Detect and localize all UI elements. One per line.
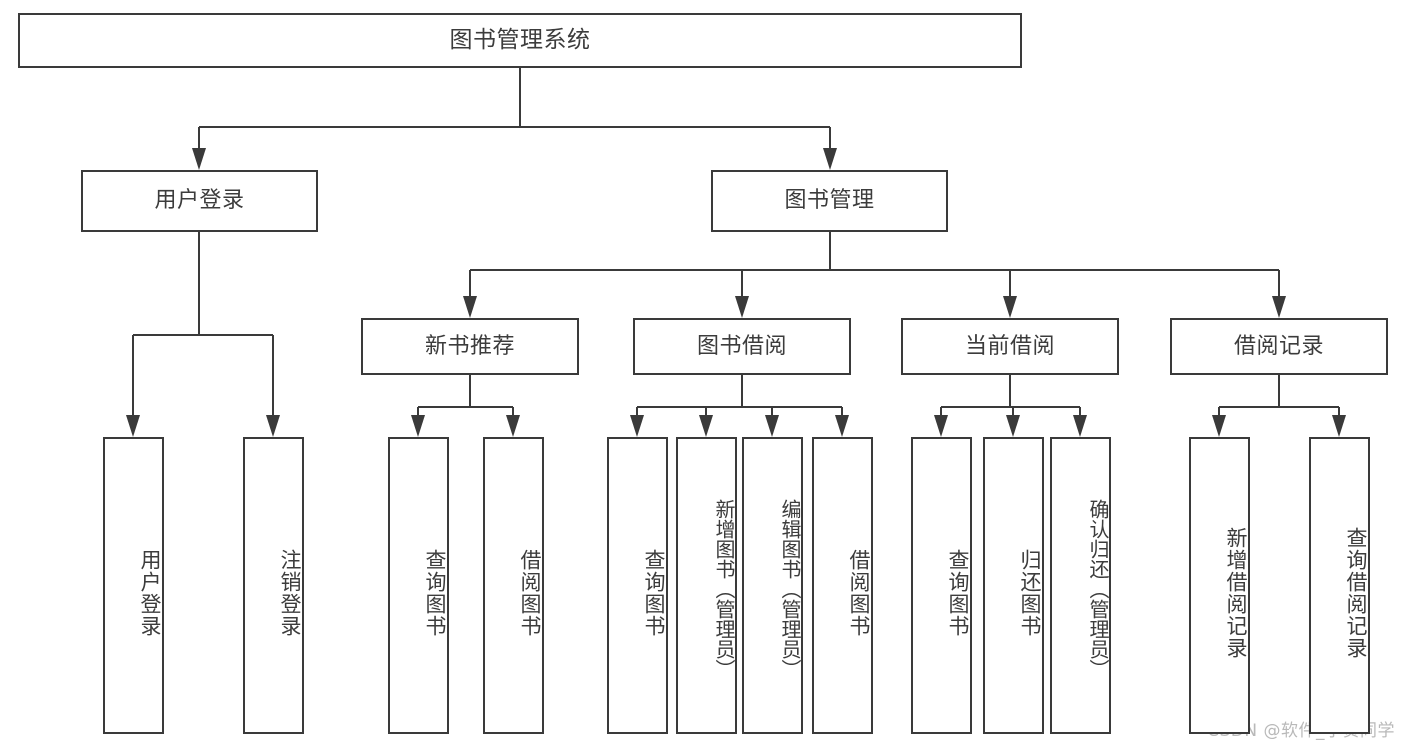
node-label: 借阅记录 (1233, 333, 1324, 359)
node-label: 新增借阅记录 (1224, 526, 1248, 659)
node-label: 图书借阅 (696, 333, 787, 359)
node-leaf-user-login[interactable]: 用户登录 (103, 437, 164, 734)
node-leaf-return-book[interactable]: 归还图书 (983, 437, 1044, 734)
node-leaf-add-record[interactable]: 新增借阅记录 (1189, 437, 1250, 734)
node-leaf-confirm-return[interactable]: 确认归还（管理员） (1050, 437, 1111, 734)
node-label: 查询图书 (946, 548, 970, 637)
node-root[interactable]: 图书管理系统 (18, 13, 1022, 68)
node-book-borrow[interactable]: 图书借阅 (633, 318, 851, 375)
node-label: 用户登录 (154, 188, 245, 214)
node-label: 借阅图书 (847, 548, 871, 637)
node-leaf-query-book-3[interactable]: 查询图书 (911, 437, 972, 734)
node-leaf-query-book-2[interactable]: 查询图书 (607, 437, 668, 734)
node-label: 用户登录 (138, 548, 162, 637)
node-leaf-query-book-1[interactable]: 查询图书 (388, 437, 449, 734)
node-leaf-edit-book[interactable]: 编辑图书（管理员） (742, 437, 803, 734)
node-borrow-record[interactable]: 借阅记录 (1170, 318, 1388, 375)
node-label: 归还图书 (1018, 548, 1042, 637)
node-label: 当前借阅 (964, 333, 1055, 359)
node-label: 注销登录 (278, 548, 302, 637)
node-label: 确认归还（管理员） (1086, 498, 1110, 679)
node-label: 图书管理系统 (449, 27, 591, 54)
node-label: 借阅图书 (518, 548, 542, 637)
node-label: 图书管理 (784, 188, 875, 214)
node-leaf-borrow-book-1[interactable]: 借阅图书 (483, 437, 544, 734)
node-label: 查询借阅记录 (1344, 526, 1368, 659)
node-label: 查询图书 (423, 548, 447, 637)
node-label: 查询图书 (642, 548, 666, 637)
node-label: 新增图书（管理员） (712, 498, 736, 679)
node-leaf-add-book[interactable]: 新增图书（管理员） (676, 437, 737, 734)
node-leaf-query-record[interactable]: 查询借阅记录 (1309, 437, 1370, 734)
node-user-login[interactable]: 用户登录 (81, 170, 318, 232)
node-current-borrow[interactable]: 当前借阅 (901, 318, 1119, 375)
node-label: 新书推荐 (424, 333, 515, 359)
node-label: 编辑图书（管理员） (778, 498, 802, 679)
node-leaf-logout[interactable]: 注销登录 (243, 437, 304, 734)
node-new-book-recommend[interactable]: 新书推荐 (361, 318, 579, 375)
node-leaf-borrow-book-2[interactable]: 借阅图书 (812, 437, 873, 734)
node-book-manage[interactable]: 图书管理 (711, 170, 948, 232)
